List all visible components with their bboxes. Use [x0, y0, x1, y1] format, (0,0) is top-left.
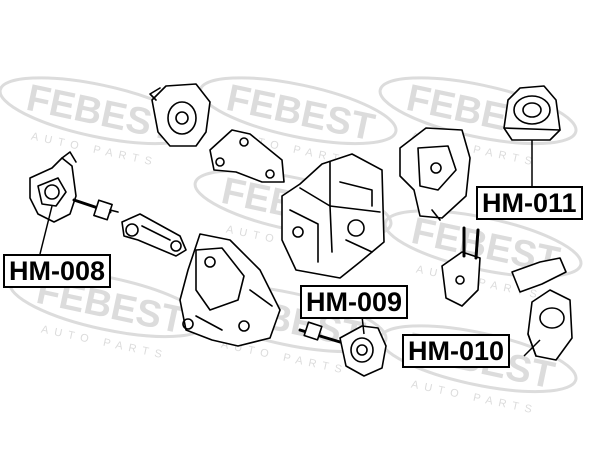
stud-bracket-drawing: [441, 226, 481, 307]
hm-010-mount-drawing: [511, 257, 573, 361]
part-label-hm-009: HM-009: [300, 285, 409, 319]
hm-008-mount-drawing: [29, 151, 77, 223]
leader-hm-010: [523, 339, 541, 357]
left-bolt-drawing: [72, 198, 119, 221]
engine-bracket-drawing: [179, 233, 281, 347]
part-label-hm-011: HM-011: [476, 186, 583, 220]
leader-hm-009: [361, 315, 365, 335]
upper-right-mount-drawing: [399, 127, 471, 221]
leader-hm-008: [39, 205, 53, 255]
upper-center-bracket-drawing: [209, 129, 285, 183]
hm-009-mount-drawing: [339, 325, 387, 377]
part-label-hm-010: HM-010: [402, 334, 511, 368]
leader-lines: [39, 140, 541, 357]
hm-011-mount-drawing: [503, 85, 561, 141]
hm-009-bolt-drawing: [298, 321, 342, 344]
torque-rod-drawing: [121, 213, 187, 257]
engine-block-drawing: [281, 153, 385, 279]
upper-left-mount-drawing: [149, 83, 211, 147]
part-label-hm-008: HM-008: [3, 254, 112, 288]
